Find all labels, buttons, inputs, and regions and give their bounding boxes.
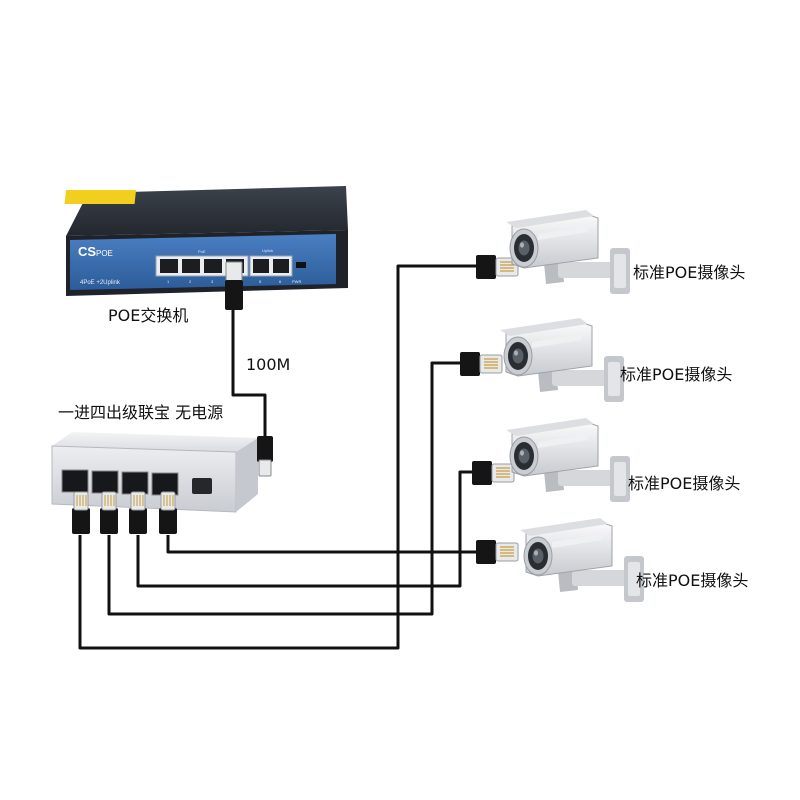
switch-port-1 <box>160 259 178 273</box>
uplink-speed-label: 100M <box>246 355 291 374</box>
poe-extender <box>51 432 273 535</box>
cable-port2-camera2 <box>107 361 462 616</box>
extender-dc-jack <box>192 478 212 494</box>
extender-plug-1 <box>71 491 91 535</box>
switch-brand-logo: CS <box>78 244 96 259</box>
switch-uplink-plug <box>225 261 243 310</box>
cable-port4-camera4 <box>166 535 478 554</box>
extender-caption: 一进四出级联宝 无电源 <box>58 403 224 422</box>
switch-port-label-5: 5 <box>259 279 262 284</box>
camera-4-icon <box>519 517 645 603</box>
camera-4 <box>475 517 645 603</box>
cable-port3-camera3 <box>136 470 474 588</box>
switch-group-label-uplink: Uplink <box>262 248 273 253</box>
switch-panel-text: 4PoE +2Uplink <box>80 280 121 286</box>
switch-power-label: PWR <box>292 279 301 284</box>
camera-2-icon <box>499 317 625 403</box>
camera-4-label: 标准POE摄像头 <box>636 571 749 590</box>
switch-port-6 <box>273 259 289 273</box>
switch-port-label-3: 3 <box>211 279 214 284</box>
extender-plug-3 <box>128 491 148 535</box>
extender-port-2 <box>91 470 119 494</box>
extender-port-1 <box>61 469 89 493</box>
poe-switch-caption: POE交换机 <box>108 306 189 325</box>
poe-switch: CS POE 4PoE +2Uplink PoE Uplink 1 2 3 4 … <box>64 186 348 310</box>
extender-input-plug <box>257 436 273 477</box>
switch-port-label-2: 2 <box>189 279 192 284</box>
uplink-cable <box>231 300 267 440</box>
switch-model-text: POE <box>96 249 113 258</box>
cables <box>78 264 478 650</box>
warning-sticker <box>64 190 137 204</box>
camera-2 <box>459 317 625 403</box>
switch-port-5 <box>253 259 269 273</box>
switch-port-3 <box>204 259 222 273</box>
switch-group-label-poe: PoE <box>198 249 206 254</box>
camera-2-label: 标准POE摄像头 <box>620 365 733 384</box>
cable-port1-camera1 <box>78 264 478 650</box>
camera-1-label: 标准POE摄像头 <box>633 263 746 282</box>
switch-port-2 <box>182 259 200 273</box>
camera-3 <box>471 417 631 503</box>
extender-plug-4 <box>158 491 178 535</box>
camera-1-icon <box>505 209 631 295</box>
camera-3-icon <box>505 417 631 503</box>
camera-2-plug <box>459 351 503 377</box>
camera-3-label: 标准POE摄像头 <box>628 474 741 493</box>
camera-4-plug <box>475 539 519 565</box>
camera-1 <box>475 209 631 295</box>
extender-plug-2 <box>99 491 119 535</box>
extender-port-3 <box>121 471 149 495</box>
camera-3-plug <box>471 460 515 486</box>
switch-port-label-6: 6 <box>279 279 282 284</box>
switch-port-label-1: 1 <box>167 279 170 284</box>
